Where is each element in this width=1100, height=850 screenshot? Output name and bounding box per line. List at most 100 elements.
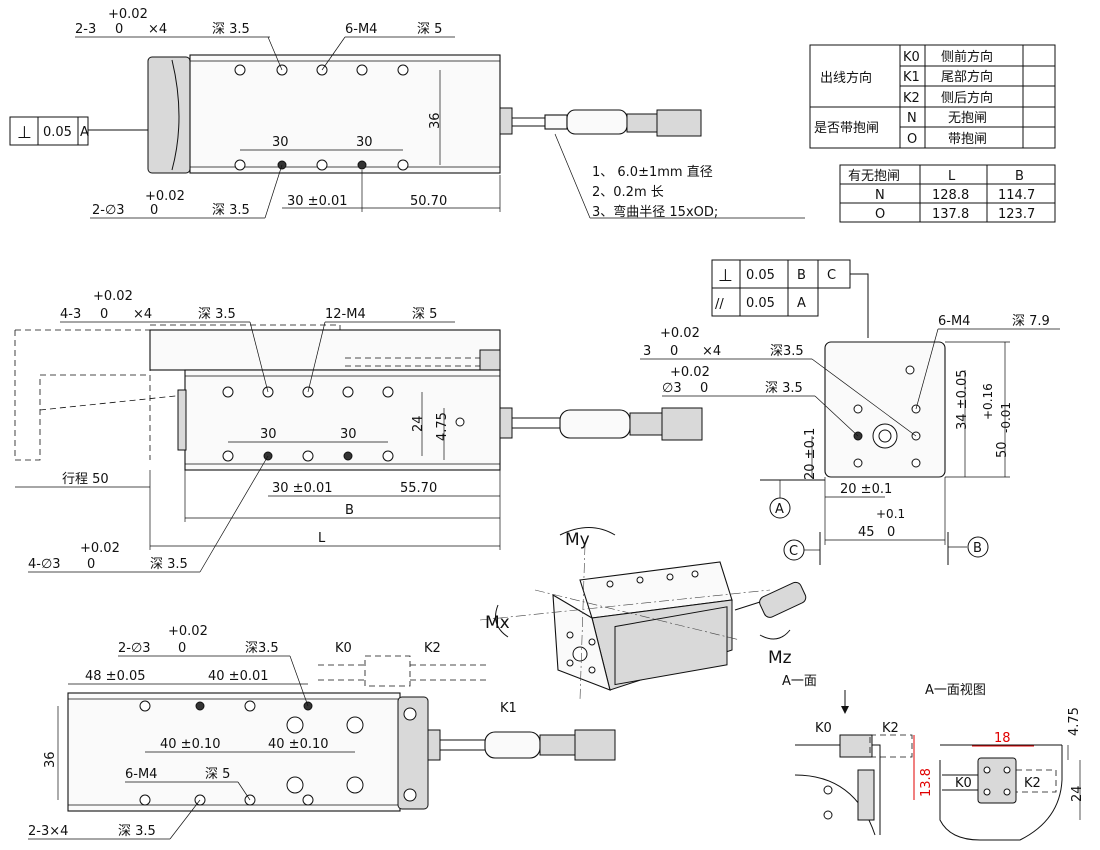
top-dim-36: 36 [428, 112, 443, 129]
top-pinbot-zero: 0 [150, 203, 158, 218]
side-pin-prefix: 4-3 [60, 307, 81, 322]
side-pinbot-zero: 0 [87, 557, 95, 572]
bottom-thread-label: 6-M4 [125, 767, 157, 782]
lb-row1-0: O [875, 207, 885, 222]
a-face-k0: K0 [815, 721, 832, 736]
side-dim-30-tol: 30 ±0.01 [272, 481, 333, 496]
end-dim-50: 50 [995, 441, 1010, 458]
top-dim-30b: 30 [356, 135, 373, 150]
end-dim-50-tol: +0.16 [981, 383, 995, 420]
top-pin-tol: +0.02 [108, 7, 148, 22]
end-dim-45-zero: 0 [887, 525, 895, 540]
bottom-holes [139, 700, 364, 806]
gdt1-value: 0.05 [746, 268, 775, 283]
a-view-dim-18: 18 [994, 731, 1011, 746]
table-code-2: K2 [903, 91, 920, 106]
bottom-k0: K0 [335, 641, 352, 656]
gdt1-datum2: C [827, 268, 836, 283]
end-thread-depth: 深 7.9 [1012, 314, 1050, 329]
table-code-1: K1 [903, 70, 920, 85]
end-pin1-mult: ×4 [702, 344, 721, 359]
a-face-view-title: A一面视图 [925, 683, 986, 698]
lb-row0-2: 114.7 [998, 188, 1035, 203]
a-face-view: A一面视图 K0 K2 18 4.75 24 [925, 683, 1085, 841]
top-dim-30a: 30 [272, 135, 289, 150]
end-dim-20h: 20 ±0.1 [840, 482, 892, 497]
table-desc-1: 尾部方向 [941, 69, 993, 85]
perp-datum: A [80, 125, 89, 140]
bottom-pin-prefix: 2-∅3 [118, 641, 151, 656]
bottom-dim-40a: 40 ±0.01 [208, 669, 269, 684]
side-thread-depth: 深 5 [412, 307, 437, 322]
bottom-view: K0 K2 K1 +0.02 2-∅3 0 深3.5 48 ±0.05 40 ±… [28, 624, 616, 840]
a-face-label: A一面 [782, 674, 817, 689]
iso-top-holes [606, 570, 699, 588]
cable-note-3: 3、弯曲半径 15xOD; [592, 204, 718, 220]
table-code-4: O [907, 132, 917, 147]
end-tol1: +0.02 [660, 326, 700, 341]
side-dim-L: L [318, 531, 326, 546]
table-desc-2: 侧后方向 [941, 90, 993, 106]
top-pinbot-tol: +0.02 [145, 189, 185, 204]
bottom-pin2-depth: 深 3.5 [118, 824, 156, 839]
bottom-thread-depth: 深 5 [205, 767, 230, 782]
table-desc-3: 无抱闸 [948, 110, 987, 126]
top-pin-mult: ×4 [148, 22, 167, 37]
bottom-k2: K2 [424, 641, 441, 656]
side-dim-B: B [345, 503, 354, 518]
a-view-dim-475: 4.75 [1067, 707, 1082, 736]
cable-note-1: 1、 6.0±1mm 直径 [592, 165, 713, 180]
side-pinbot-prefix: 4-∅3 [28, 557, 61, 572]
top-dim-5070: 50.70 [410, 194, 447, 209]
side-holes [222, 386, 465, 462]
end-dim-45: 45 [858, 525, 875, 540]
end-dim-20v: 20 ±0.1 [803, 428, 818, 480]
table-code-0: K0 [903, 50, 920, 65]
lb-header-1: L [948, 169, 956, 184]
options-table: 出线方向 是否带抱闸 K0 K1 K2 N O 侧前方向 尾部方向 侧后方向 无… [809, 44, 1056, 149]
gdt2-datum: A [797, 296, 806, 311]
top-thread-label: 6-M4 [345, 22, 377, 37]
bottom-pin-zero: 0 [178, 641, 186, 656]
iso-view: My Mx Mz [479, 527, 807, 701]
perp-symbol: ⊥ [17, 123, 32, 143]
bottom-dim-48: 48 ±0.05 [85, 669, 146, 684]
bottom-pin2-label: 2-3×4 [28, 824, 68, 839]
gdt1-symbol: ⊥ [718, 266, 733, 286]
end-tol2: +0.02 [670, 365, 710, 380]
top-pinbot-prefix: 2-∅3 [92, 203, 125, 218]
end-pin1-prefix: 3 [643, 344, 651, 359]
carriage-slots [345, 357, 480, 367]
a-view-dim-24: 24 [1070, 785, 1085, 802]
side-dim-5570: 55.70 [400, 481, 437, 496]
gdt1-datum1: B [797, 268, 806, 283]
cable-note-2: 2、0.2m 长 [592, 185, 664, 200]
lb-table: 有无抱闸 L B N 128.8 114.7 O 137.8 123.7 [839, 164, 1056, 223]
datum-A: A [775, 502, 784, 517]
side-pin-zero: 0 [100, 307, 108, 322]
side-dim-24: 24 [411, 415, 426, 432]
lb-row1-2: 123.7 [998, 207, 1035, 222]
side-dim-30b: 30 [340, 427, 357, 442]
end-pin1-depth: 深3.5 [770, 344, 804, 359]
bottom-dim-40b: 40 ±0.10 [160, 737, 221, 752]
end-pin2-depth: 深 3.5 [765, 381, 803, 396]
lb-header-2: B [1015, 169, 1024, 184]
side-pinbot-tol: +0.02 [80, 541, 120, 556]
lb-header-0: 有无抱闸 [848, 168, 900, 184]
side-pin-mult: ×4 [133, 307, 152, 322]
a-face-detail: A一面 K0 K2 13.8 [782, 674, 934, 836]
side-pinbot-depth: 深 3.5 [150, 557, 188, 572]
side-dim-30a: 30 [260, 427, 277, 442]
iso-my: My [565, 530, 590, 550]
bottom-tol: +0.02 [168, 624, 208, 639]
top-pin-depth: 深 3.5 [212, 22, 250, 37]
a-view-k0: K0 [955, 776, 972, 791]
side-pin-depth: 深 3.5 [198, 307, 236, 322]
bottom-pin-depth: 深3.5 [245, 641, 279, 656]
end-pin2-zero: 0 [700, 381, 708, 396]
a-face-dim-138: 13.8 [919, 768, 934, 797]
iso-mx: Mx [485, 613, 510, 633]
end-dim-50-tol2: -0.01 [999, 402, 1013, 433]
